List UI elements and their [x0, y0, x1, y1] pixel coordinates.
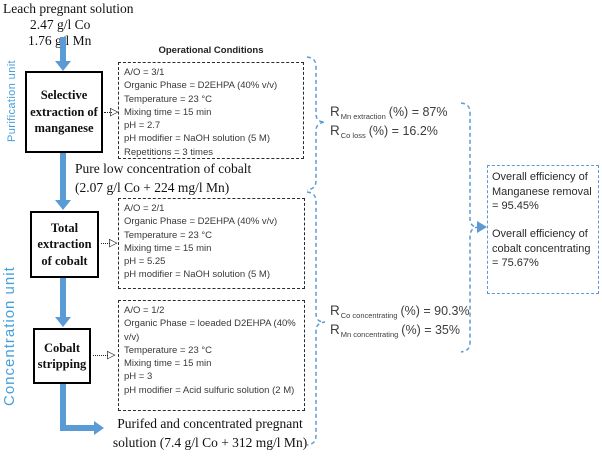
overall-efficiency-manganese: Overall efficiency of Manganese removal … [492, 171, 592, 213]
overall-brace-arrow-icon [477, 221, 487, 233]
flow-arrow-3-shaft [60, 278, 66, 318]
connector-3-dotted-line [93, 355, 108, 356]
conditions-box-manganese-extraction: A/O = 3/1 Organic Phase = D2EHPA (40% v/… [118, 62, 304, 159]
purification-results-brace [306, 56, 326, 191]
ops-line: pH = 3 [124, 371, 153, 383]
connector-3-open-triangle-icon: ▷ [107, 349, 116, 361]
feed-title: Leach pregnant solution [3, 1, 134, 16]
cobalt-stripping-box: Cobalt stripping [33, 328, 91, 384]
overall-efficiency-box: Overall efficiency of Manganese removal … [487, 165, 599, 294]
total-extraction-label: Total extraction of cobalt [37, 220, 92, 268]
product-stream-text: Purifed and concentrated pregnant soluti… [100, 414, 320, 452]
result-mn-extraction: RMn extraction(%) = 87% [330, 104, 448, 121]
selective-extraction-box: Selective extraction of manganese [25, 71, 103, 153]
flow-arrow-2-shaft [60, 153, 66, 201]
ops-line: Mixing time = 15 min [124, 106, 212, 118]
ops-line: pH = 2.7 [124, 120, 161, 132]
ops-line: pH modifier = NaOH solution (5 M) [124, 133, 270, 145]
ops-line: Organic Phase = D2EHPA (40% v/v) [124, 216, 278, 228]
flow-arrow-3-head-icon [55, 317, 71, 327]
ops-line: pH modifier = NaOH solution (5 M) [124, 269, 270, 281]
cobalt-stripping-label: Cobalt stripping [37, 340, 87, 372]
ops-line: Temperature = 23 °C [124, 229, 213, 241]
intermediate-stream-line2: (2.07 g/l Co + 224 mg/l Mn) [75, 179, 230, 195]
product-arrow-head-icon [94, 421, 104, 435]
ops-line: A/O = 3/1 [124, 67, 165, 78]
operational-conditions-header: Operational Conditions [158, 45, 264, 56]
ops-line: A/O = 2/1 [124, 203, 165, 214]
total-extraction-box: Total extraction of cobalt [30, 211, 99, 278]
ops-line: Temperature = 23 °C [124, 344, 213, 356]
overall-efficiency-cobalt: Overall efficiency of cobalt concentrati… [492, 227, 591, 270]
flow-arrow-2-head-icon [55, 200, 71, 210]
intermediate-stream-line1: Pure low concentration of cobalt [75, 161, 252, 176]
ops-line: Repetitions = 3 times [124, 146, 213, 158]
concentration-unit-label: Concentration unit [1, 266, 18, 406]
feed-co-value: 2.47 g/l Co [30, 17, 91, 32]
intermediate-stream-text: Pure low concentration of cobalt (2.07 g… [75, 160, 251, 197]
connector-2-open-triangle-icon: ▷ [109, 237, 118, 249]
purification-unit-label: Purification unit [6, 59, 18, 142]
product-arrow-horizontal-shaft [60, 425, 95, 431]
product-stream-line2: solution (7.4 g/l Co + 312 mg/l Mn) [112, 435, 308, 450]
flow-arrow-1-shaft [60, 37, 66, 62]
flow-arrow-1-head-icon [55, 61, 71, 71]
connector-2-dotted-line [101, 243, 110, 244]
ops-line: pH = 5.25 [124, 256, 166, 268]
ops-line: Organic Phase = loeaded D2EHPA (40% v/v) [124, 318, 296, 343]
product-stream-line1: Purifed and concentrated pregnant [117, 416, 303, 431]
product-arrow-vertical-shaft [60, 384, 66, 431]
ops-line: Mixing time = 15 min [124, 358, 212, 370]
result-co-loss: RCo loss(%) = 16.2% [330, 123, 438, 140]
conditions-box-cobalt-extraction: A/O = 2/1 Organic Phase = D2EHPA (40% v/… [118, 198, 305, 289]
connector-1-open-triangle-icon: ▷ [110, 106, 119, 118]
feed-mn-value: 1.76 g/l Mn [28, 33, 92, 48]
conditions-box-cobalt-stripping: A/O = 1/2 Organic Phase = loeaded D2EHPA… [118, 300, 305, 411]
result-co-concentrating: RCo concentrating(%) = 90.3% [330, 303, 470, 320]
connector-1-dotted-line [104, 112, 112, 113]
ops-line: Temperature = 23 °C [124, 93, 213, 105]
selective-extraction-label: Selective extraction of manganese [30, 88, 98, 136]
result-mn-concentrating: RMn concentrating(%) = 35% [330, 322, 461, 339]
ops-line: Mixing time = 15 min [124, 242, 212, 254]
ops-line: A/O = 1/2 [124, 305, 165, 316]
concentration-results-brace [306, 191, 326, 446]
ops-line: pH modifier = Acid sulfuric solution (2 … [124, 384, 295, 396]
ops-line: Organic Phase = D2EHPA (40% v/v) [124, 80, 278, 92]
